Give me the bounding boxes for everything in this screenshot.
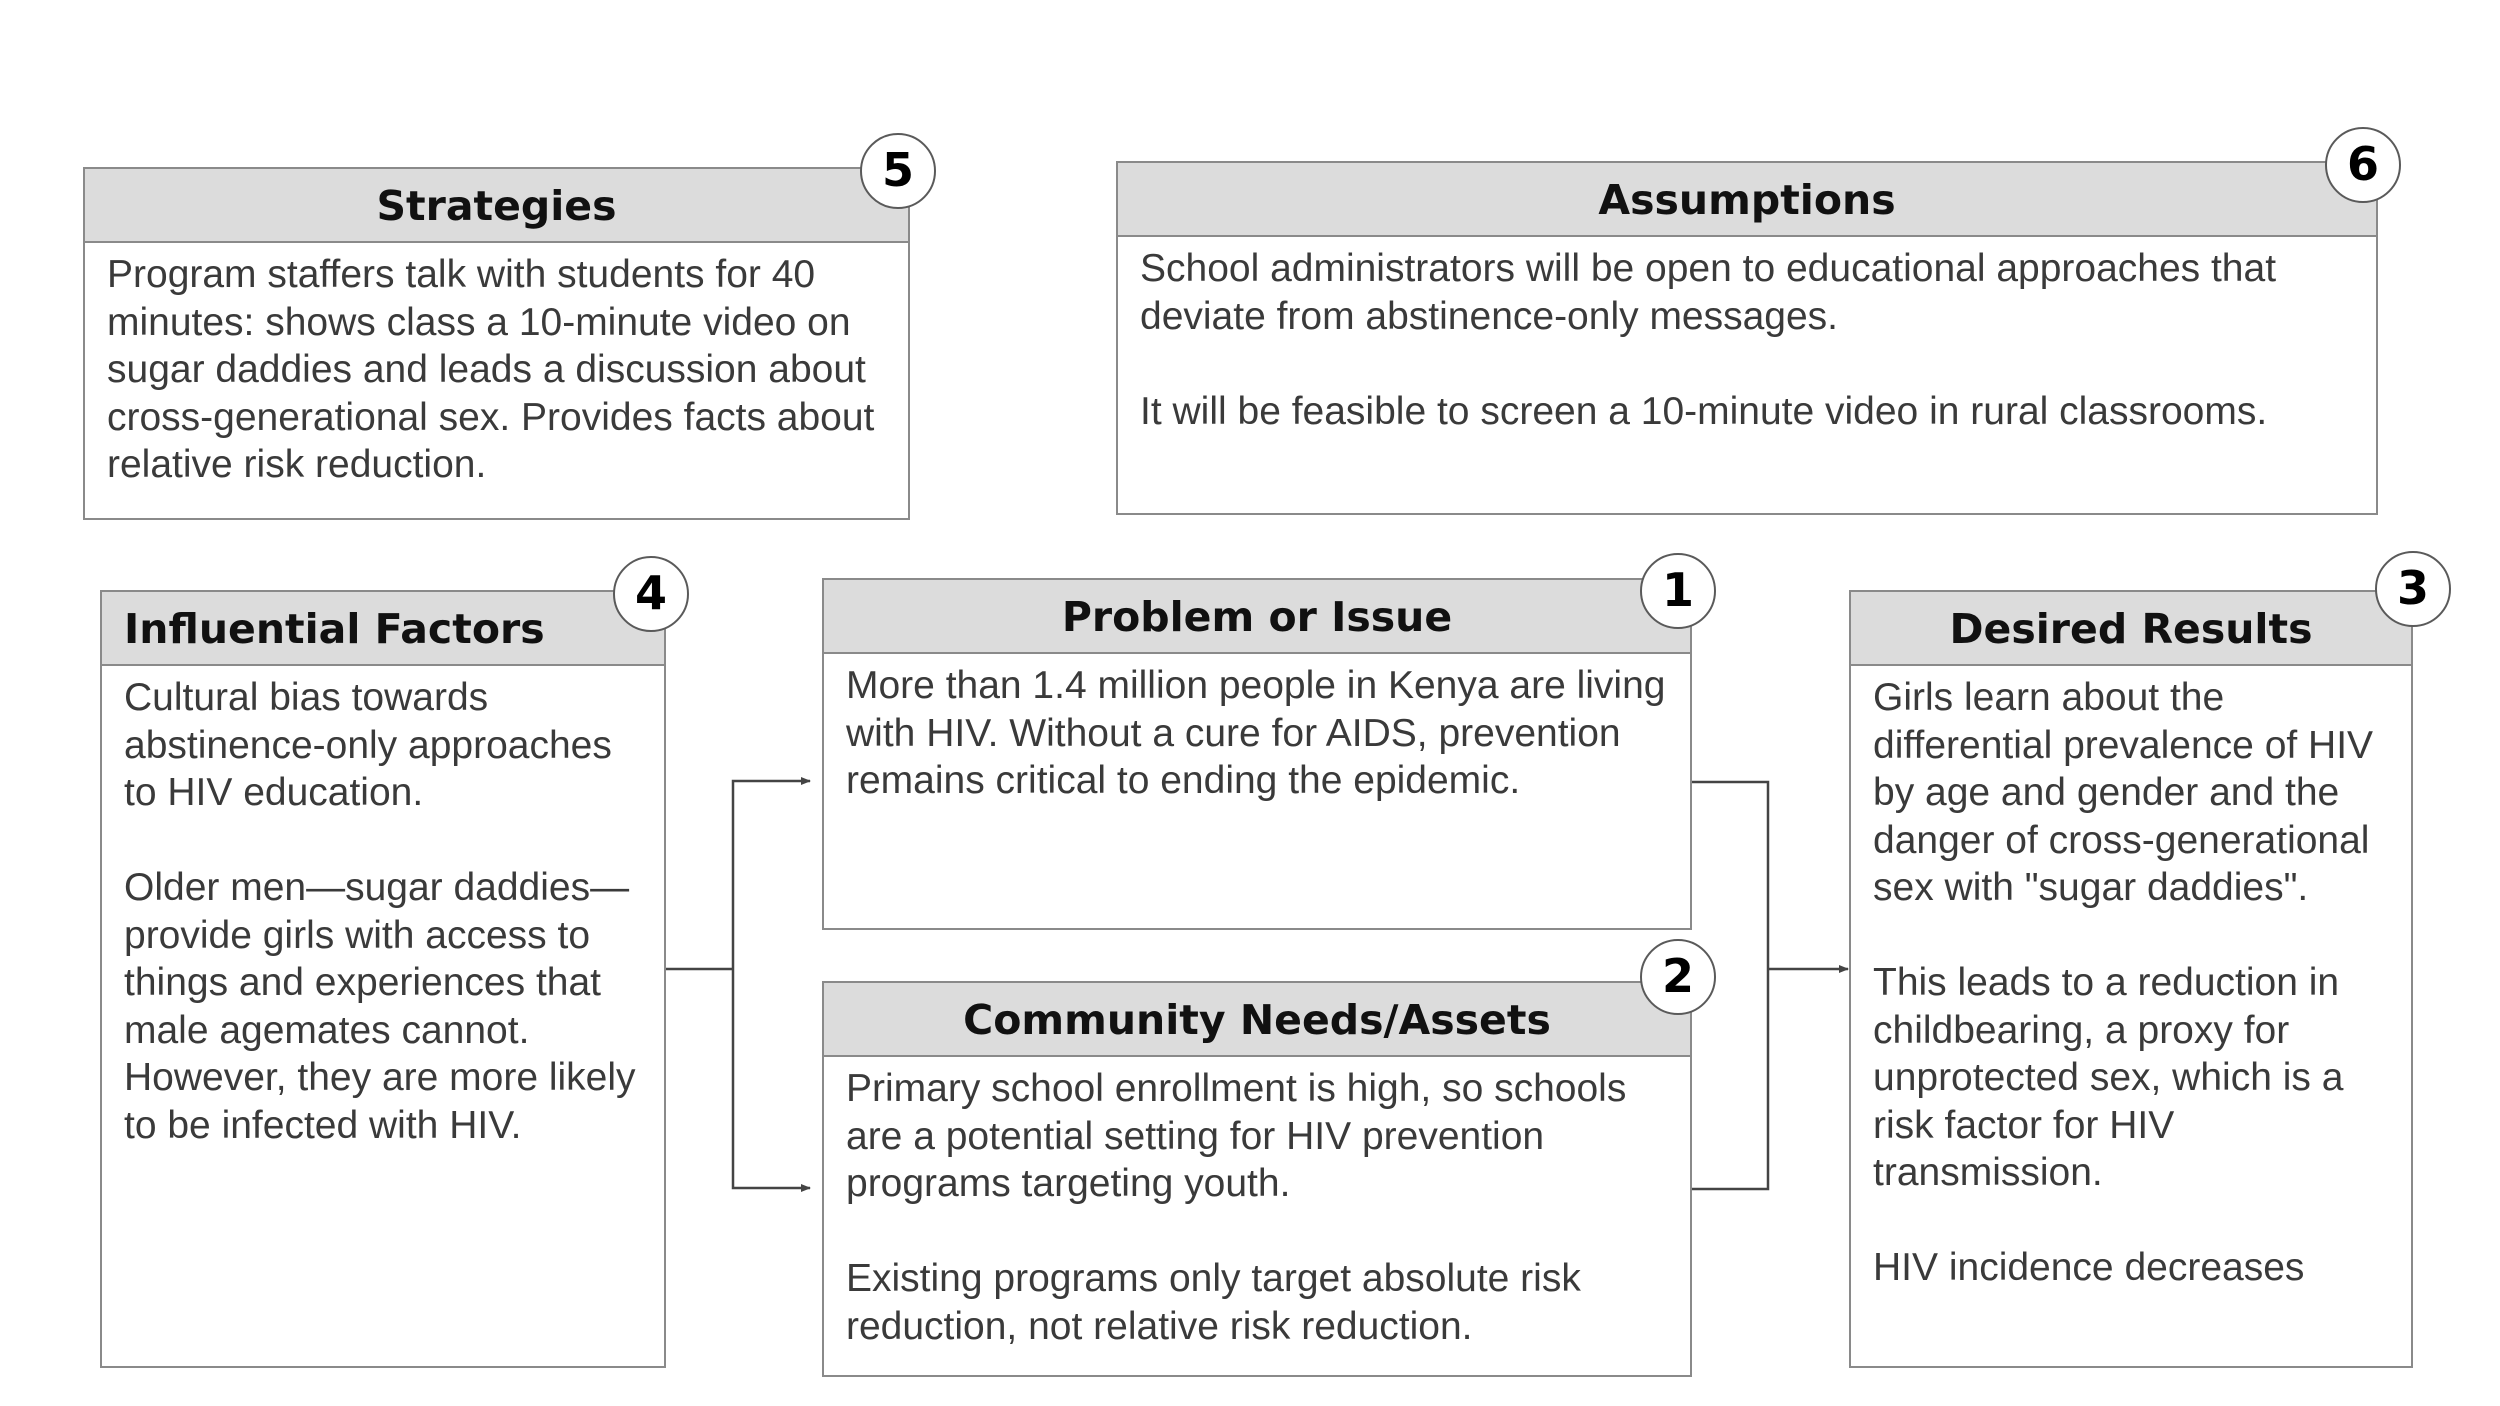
problem-text: More than 1.4 million people in Kenya ar… [846, 664, 1666, 802]
community-box: Community Needs/Assets Primary school en… [822, 981, 1692, 1377]
influential-factors-box: Influential Factors Cultural bias toward… [100, 590, 666, 1368]
problem-title: Problem or Issue [824, 580, 1690, 654]
assumptions-text-1: School administrators will be open to ed… [1140, 247, 2277, 338]
strategies-number-badge: 5 [860, 133, 936, 209]
results-text-1: Girls learn about the differential preva… [1873, 676, 2374, 909]
connector-community-out [1690, 969, 1770, 1191]
connector-problem-out [1675, 780, 1770, 969]
strategies-box: Strategies Program staffers talk with st… [83, 167, 910, 520]
community-number-badge: 2 [1640, 939, 1716, 1015]
strategies-body: Program staffers talk with students for … [85, 243, 908, 489]
community-title: Community Needs/Assets [824, 983, 1690, 1057]
assumptions-body: School administrators will be open to ed… [1118, 237, 2376, 435]
results-number-badge: 3 [2375, 551, 2451, 627]
assumptions-text-2: It will be feasible to screen a 10-minut… [1140, 389, 2268, 433]
influential-factors-text-2: Older men—sugar daddies—provide girls wi… [124, 866, 636, 1147]
problem-body: More than 1.4 million people in Kenya ar… [824, 654, 1690, 805]
community-body: Primary school enrollment is high, so sc… [824, 1057, 1690, 1350]
influential-factors-text-1: Cultural bias towards abstinence-only ap… [124, 676, 612, 814]
connector-factors-to-community [731, 969, 811, 1192]
results-box: Desired Results Girls learn about the di… [1849, 590, 2413, 1368]
assumptions-number-badge: 6 [2325, 127, 2401, 203]
problem-box: Problem or Issue More than 1.4 million p… [822, 578, 1692, 930]
problem-number-badge: 1 [1640, 553, 1716, 629]
community-text-1: Primary school enrollment is high, so sc… [846, 1067, 1627, 1205]
results-text-2: This leads to a reduction in childbearin… [1873, 961, 2344, 1194]
strategies-title: Strategies [85, 169, 908, 243]
assumptions-title: Assumptions [1118, 163, 2376, 237]
results-title: Desired Results [1851, 592, 2411, 666]
influential-factors-title: Influential Factors [102, 592, 664, 666]
influential-factors-body: Cultural bias towards abstinence-only ap… [102, 666, 664, 1149]
assumptions-box: Assumptions School administrators will b… [1116, 161, 2378, 515]
influential-factors-number-badge: 4 [613, 556, 689, 632]
connector-factors-to-problem [731, 777, 811, 969]
results-body: Girls learn about the differential preva… [1851, 666, 2411, 1292]
community-text-2: Existing programs only target absolute r… [846, 1257, 1581, 1348]
strategies-text: Program staffers talk with students for … [107, 253, 875, 486]
results-text-3: HIV incidence decreases [1873, 1246, 2305, 1289]
